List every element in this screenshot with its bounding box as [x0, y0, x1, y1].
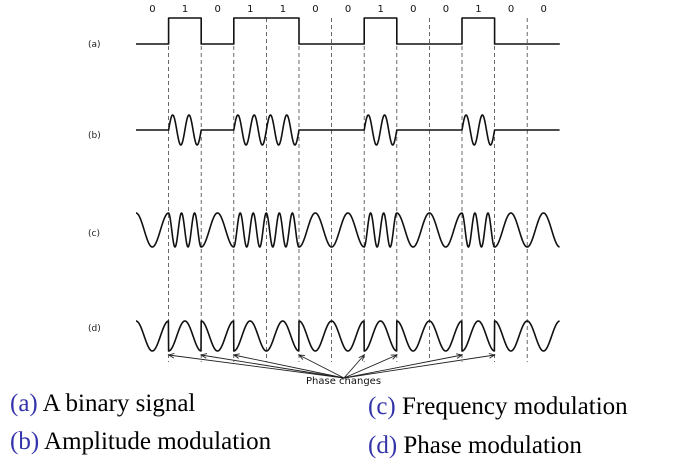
arrow-head	[297, 354, 306, 360]
phase-change-arrow	[343, 354, 463, 379]
arrow-head	[456, 353, 464, 359]
phase-change-arrow	[168, 354, 345, 379]
row-label-d: (d)	[88, 324, 101, 334]
phase-change-arrow	[343, 354, 397, 379]
row-label-a: (a)	[88, 40, 101, 50]
phase-change-arrow	[343, 354, 495, 379]
legend-d-key: (d)	[368, 432, 398, 459]
amplitude-modulation-waveform	[135, 114, 560, 146]
bit-label: 1	[378, 4, 384, 15]
phase-change-arrow	[298, 354, 345, 379]
bit-label: 0	[443, 4, 449, 15]
bit-label: 0	[345, 4, 351, 15]
bit-boundary-guides	[168, 18, 528, 362]
legend-d: (d) Phase modulation	[368, 432, 582, 460]
legend-c: (c) Frequency modulation	[368, 393, 628, 421]
bit-label: 0	[312, 4, 318, 15]
bit-label: 1	[280, 4, 286, 15]
phase-change-arrow	[201, 354, 345, 379]
bit-label: 0	[215, 4, 221, 15]
bit-label: 1	[247, 4, 253, 15]
legend-b-key: (b)	[10, 428, 40, 455]
legend-b: (b) Amplitude modulation	[10, 428, 271, 456]
phase-change-arrows	[167, 352, 496, 379]
bit-label: 0	[410, 4, 416, 15]
arrow-head	[390, 354, 398, 360]
arrow-head	[358, 354, 365, 361]
arrow-head	[488, 353, 496, 359]
bit-labels: 0 1 0 1 1 0 0 1 0 0 1 0 0	[149, 4, 547, 15]
legend-a-text: A binary signal	[37, 390, 196, 417]
row-label-c: (c)	[88, 229, 100, 239]
phase-changes-label: Phase changes	[306, 376, 381, 387]
arrow-head	[200, 353, 208, 359]
frequency-modulation-waveform	[135, 212, 560, 248]
bit-label: 0	[508, 4, 514, 15]
legend-d-text: Phase modulation	[397, 432, 582, 459]
bit-label: 0	[541, 4, 547, 15]
legend-b-text: Amplitude modulation	[39, 428, 272, 455]
phase-modulation-waveform	[135, 320, 560, 352]
arrow-head	[167, 352, 175, 359]
phase-change-arrow	[233, 354, 345, 379]
phase-change-arrow	[343, 354, 365, 379]
arrow-head	[232, 353, 240, 359]
row-label-b: (b)	[88, 131, 101, 141]
bit-label: 1	[475, 4, 481, 15]
bit-label: 1	[182, 4, 188, 15]
bit-label: 0	[149, 4, 155, 15]
legend-c-key: (c)	[368, 393, 396, 420]
binary-signal-waveform	[136, 17, 560, 45]
legend-c-text: Frequency modulation	[395, 393, 628, 420]
legend-a-key: (a)	[10, 390, 38, 417]
legend-a: (a) A binary signal	[10, 390, 195, 418]
